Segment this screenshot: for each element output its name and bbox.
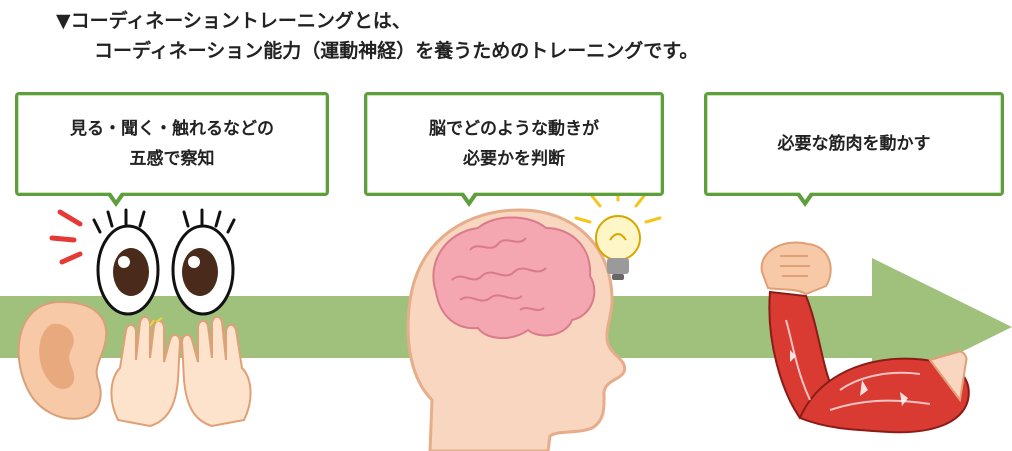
- bubble-tail: [106, 190, 126, 207]
- bubble-3-line-1: 必要な筋肉を動かす: [777, 134, 931, 154]
- bubble-1-line-1: 見る・聞く・触れるなどの: [70, 119, 274, 139]
- ear-icon: [17, 300, 108, 420]
- page-heading: ▼コーディネーショントレーニングとは、 コーディネーション能力（運動神経）を養う…: [56, 6, 698, 66]
- head-brain-icon: [406, 208, 627, 451]
- heading-line-2: コーディネーション能力（運動神経）を養うためのトレーニングです。: [94, 40, 699, 62]
- hands-icon: [110, 316, 252, 428]
- eyes-icon: [92, 208, 236, 316]
- bubble-2-line-2: 必要かを判断: [463, 149, 565, 169]
- bubble-1-line-2: 五感で察知: [129, 149, 215, 169]
- alert-marks-icon: [49, 209, 83, 265]
- heading-line-1: ▼コーディネーショントレーニングとは、: [56, 10, 411, 32]
- muscle-arm-icon: [760, 241, 970, 434]
- speech-bubble-perceive: 見る・聞く・触れるなどの 五感で察知: [15, 92, 329, 207]
- bubble-tail: [795, 190, 815, 207]
- bubble-2-line-1: 脳でどのような動きが: [429, 119, 599, 139]
- bubble-tail: [459, 190, 479, 207]
- light-bulb-icon: [574, 184, 662, 280]
- speech-bubble-move: 必要な筋肉を動かす: [704, 92, 1004, 207]
- speech-bubble-judge: 脳でどのような動きが 必要かを判断: [364, 92, 664, 207]
